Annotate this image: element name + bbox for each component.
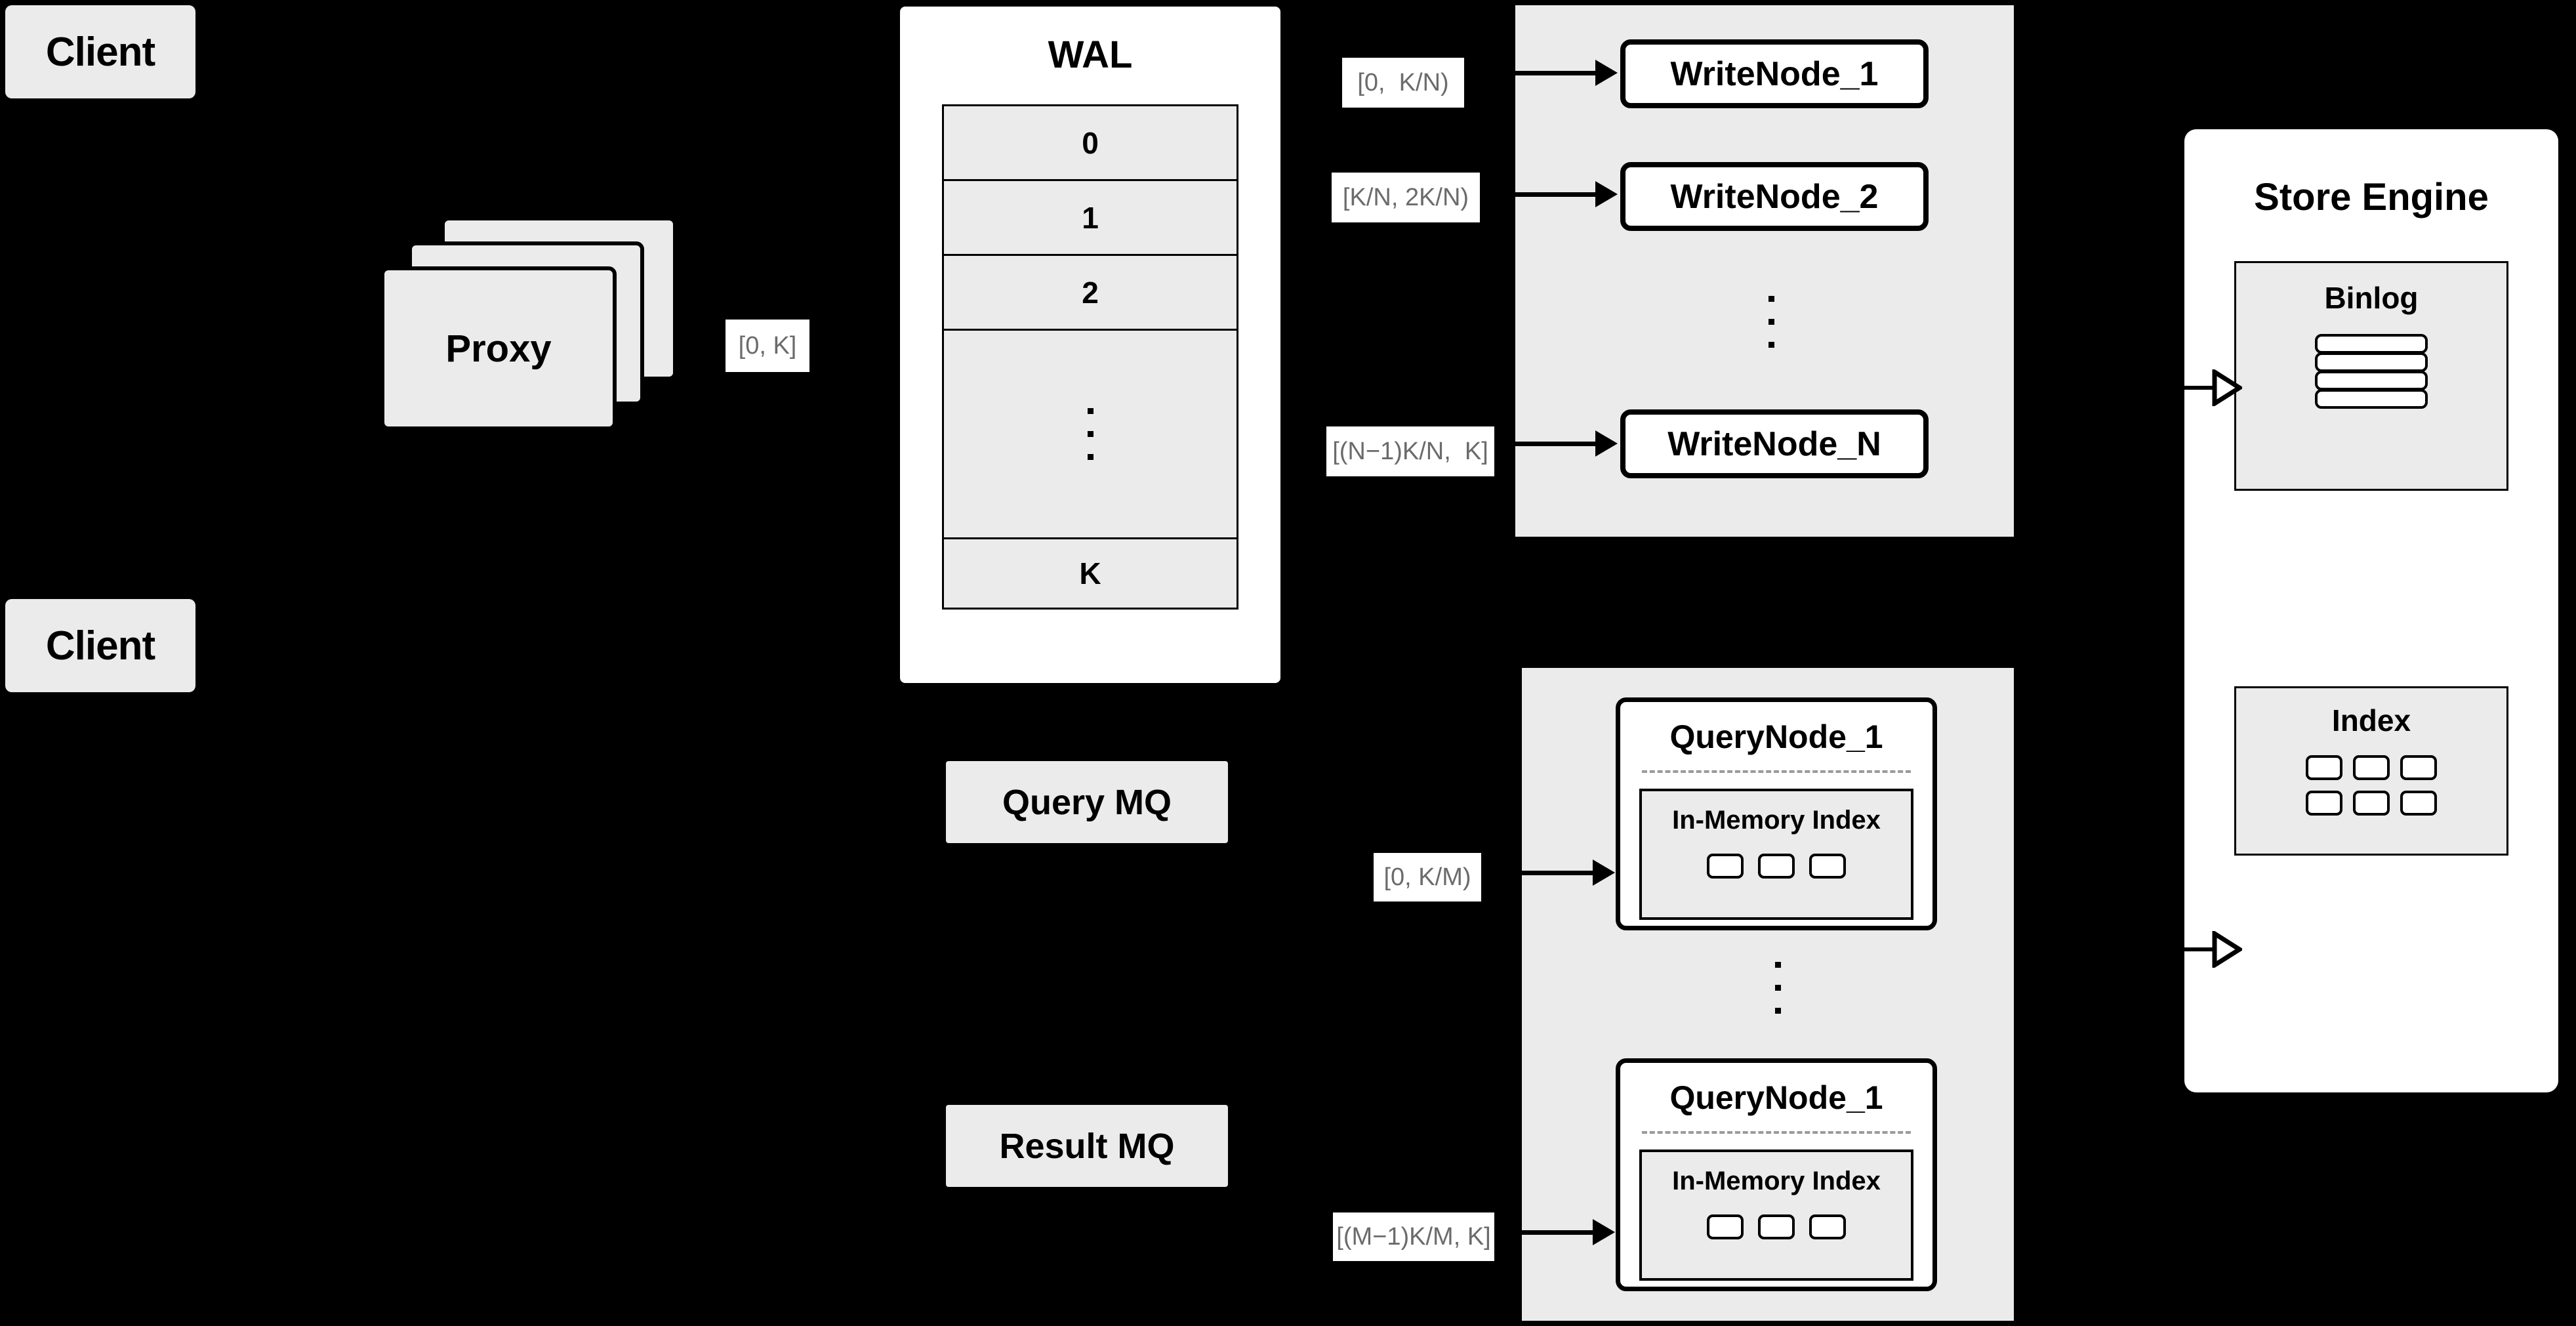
edge-label-write-node-n: [(N−1)K/N, K] <box>1326 426 1494 476</box>
result-mq-label: Result MQ <box>999 1126 1175 1166</box>
arrow-line-to-binlog <box>2184 386 2213 390</box>
client-box-1[interactable]: Client <box>5 5 195 98</box>
write-node-2-label: WriteNode_2 <box>1670 177 1879 216</box>
write-node-2[interactable]: WriteNode_2 <box>1620 162 1929 231</box>
query-node-m-title: QueryNode_1 <box>1669 1079 1883 1116</box>
query-ellipsis-dot-3 <box>1774 1007 1781 1014</box>
query-node-1-title: QueryNode_1 <box>1669 718 1883 755</box>
write-node-1[interactable]: WriteNode_1 <box>1620 39 1929 108</box>
proxy-box[interactable]: Proxy <box>380 266 617 430</box>
arrow-line-query-m <box>1519 1230 1594 1235</box>
query-node-m[interactable]: QueryNode_1 In-Memory Index <box>1616 1058 1937 1291</box>
index-box: Index <box>2234 686 2508 856</box>
wal-row-2[interactable]: 2 <box>944 256 1237 331</box>
arrow-line-query-1 <box>1519 871 1594 875</box>
write-ellipsis-dot-3 <box>1768 341 1774 348</box>
query-ellipsis-dot-1 <box>1774 961 1781 968</box>
query-node-1-in-memory-index: In-Memory Index <box>1639 789 1913 920</box>
edge-label-query-node-1: [0, K/M) <box>1374 853 1481 901</box>
query-cluster-ellipsis <box>1771 945 1784 1030</box>
wal-ellipsis-dot-1 <box>1087 408 1094 414</box>
index-cell-6[interactable] <box>2400 791 2437 816</box>
query-node-m-separator <box>1642 1131 1911 1134</box>
arrow-line-write-1 <box>1513 71 1597 75</box>
index-title: Index <box>2331 703 2411 737</box>
write-cluster-ellipsis <box>1765 279 1778 364</box>
binlog-row-1[interactable] <box>2315 334 2428 354</box>
write-node-1-label: WriteNode_1 <box>1670 54 1879 93</box>
wal-table: 0 1 2 K <box>942 104 1238 610</box>
binlog-box: Binlog <box>2234 261 2508 491</box>
index-cell-2[interactable] <box>2353 755 2390 780</box>
edge-label-query-node-m: [(M−1)K/M, K] <box>1333 1212 1494 1261</box>
arrow-head-to-binlog <box>2212 369 2242 406</box>
query-node-m-index-cell-2[interactable] <box>1758 1214 1795 1239</box>
index-cell-1[interactable] <box>2306 755 2342 780</box>
arrow-line-write-n <box>1513 442 1597 446</box>
write-node-n-label: WriteNode_N <box>1667 425 1881 463</box>
query-node-m-index-title: In-Memory Index <box>1672 1167 1881 1195</box>
query-node-m-index-cells <box>1707 1214 1846 1239</box>
query-node-1-index-cells <box>1707 854 1846 879</box>
store-engine-panel: Store Engine Binlog Index <box>2184 129 2558 1092</box>
query-ellipsis-dot-2 <box>1774 984 1781 991</box>
query-node-m-index-cell-3[interactable] <box>1809 1214 1846 1239</box>
wal-ellipsis-dot-2 <box>1087 431 1094 437</box>
index-grid <box>2306 755 2437 816</box>
binlog-title: Binlog <box>2324 281 2419 315</box>
client-label-2: Client <box>45 623 155 669</box>
query-mq-label: Query MQ <box>1002 782 1172 822</box>
index-cell-4[interactable] <box>2306 791 2342 816</box>
proxy-label: Proxy <box>445 327 552 370</box>
query-node-1-index-title: In-Memory Index <box>1672 806 1881 835</box>
wal-panel: WAL 0 1 2 K <box>896 3 1284 687</box>
index-cell-5[interactable] <box>2353 791 2390 816</box>
query-mq-box[interactable]: Query MQ <box>946 761 1228 843</box>
query-node-1[interactable]: QueryNode_1 In-Memory Index <box>1616 697 1937 930</box>
arrow-head-write-2 <box>1595 181 1618 207</box>
arrow-head-query-1 <box>1593 860 1615 886</box>
wal-row-0[interactable]: 0 <box>944 106 1237 181</box>
edge-label-proxy-to-wal: [0, K] <box>726 320 809 372</box>
wal-row-ellipsis <box>944 331 1237 539</box>
edge-label-write-node-1: [0, K/N) <box>1342 58 1464 108</box>
query-node-1-index-cell-2[interactable] <box>1758 854 1795 879</box>
wal-ellipsis-dot-3 <box>1087 454 1094 460</box>
client-label-1: Client <box>45 29 155 75</box>
query-node-1-index-cell-3[interactable] <box>1809 854 1846 879</box>
binlog-rows <box>2315 334 2428 409</box>
write-ellipsis-dot-2 <box>1768 318 1774 325</box>
store-engine-title: Store Engine <box>2254 176 2489 218</box>
arrow-head-query-m <box>1593 1219 1615 1245</box>
query-node-m-index-cell-1[interactable] <box>1707 1214 1744 1239</box>
arrow-head-write-1 <box>1595 60 1618 86</box>
wal-row-k[interactable]: K <box>1079 556 1101 590</box>
edge-label-write-node-2: [K/N, 2K/N) <box>1332 173 1480 222</box>
query-node-1-separator <box>1642 770 1911 773</box>
client-box-2[interactable]: Client <box>5 599 195 692</box>
wal-row-1[interactable]: 1 <box>944 181 1237 256</box>
arrow-head-write-n <box>1595 430 1618 457</box>
index-cell-3[interactable] <box>2400 755 2437 780</box>
write-ellipsis-dot-1 <box>1768 295 1774 302</box>
binlog-row-3[interactable] <box>2315 371 2428 390</box>
arrow-head-to-index <box>2212 931 2242 968</box>
arrow-line-write-2 <box>1513 192 1597 197</box>
write-node-n[interactable]: WriteNode_N <box>1620 409 1929 478</box>
result-mq-box[interactable]: Result MQ <box>946 1105 1228 1187</box>
arrow-line-to-index <box>2184 947 2213 951</box>
query-node-m-in-memory-index: In-Memory Index <box>1639 1150 1913 1281</box>
wal-title: WAL <box>1048 33 1133 76</box>
binlog-row-4[interactable] <box>2315 389 2428 409</box>
binlog-row-2[interactable] <box>2315 352 2428 372</box>
query-node-1-index-cell-1[interactable] <box>1707 854 1744 879</box>
